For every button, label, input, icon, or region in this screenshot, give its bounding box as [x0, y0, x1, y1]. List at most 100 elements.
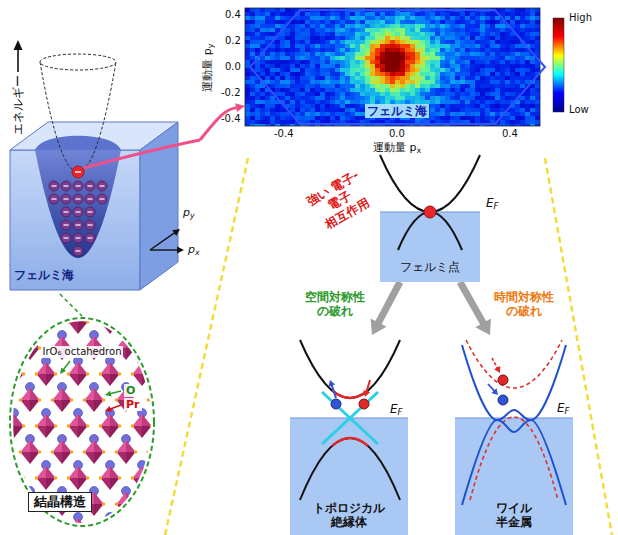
- intensity-cell: [465, 116, 470, 120]
- intensity-cell: [310, 64, 315, 68]
- octahedron-face: [142, 414, 152, 426]
- intensity-cell: [320, 48, 325, 52]
- intensity-cell: [345, 64, 350, 68]
- intensity-cell: [315, 116, 320, 120]
- intensity-cell: [285, 16, 290, 20]
- intensity-cell: [345, 20, 350, 24]
- intensity-cell: [465, 32, 470, 36]
- intensity-cell: [260, 24, 265, 28]
- intensity-cell: [360, 72, 365, 76]
- intensity-cell: [325, 64, 330, 68]
- intensity-cell: [470, 40, 475, 44]
- intensity-cell: [475, 92, 480, 96]
- intensity-cell: [390, 36, 395, 40]
- intensity-cell: [485, 32, 490, 36]
- intensity-cell: [335, 44, 340, 48]
- intensity-cell: [320, 108, 325, 112]
- intensity-cell: [440, 108, 445, 112]
- octahedron-face: [78, 466, 88, 478]
- intensity-cell: [300, 32, 305, 36]
- intensity-cell: [340, 116, 345, 120]
- intensity-cell: [350, 76, 355, 80]
- octahedron-face: [180, 388, 190, 400]
- intensity-cell: [465, 68, 470, 72]
- intensity-cell: [300, 108, 305, 112]
- intensity-cell: [310, 96, 315, 100]
- intensity-cell: [370, 24, 375, 28]
- intensity-cell: [405, 48, 410, 52]
- intensity-cell: [385, 84, 390, 88]
- intensity-cell: [430, 16, 435, 20]
- intensity-cell: [485, 100, 490, 104]
- intensity-cell: [290, 24, 295, 28]
- octahedron-face: [142, 362, 152, 374]
- electron: [73, 207, 83, 217]
- electron-sign: [76, 185, 81, 186]
- intensity-cell: [350, 44, 355, 48]
- intensity-cell: [395, 96, 400, 100]
- octahedron-face: [20, 440, 30, 452]
- intensity-cell: [420, 80, 425, 84]
- intensity-cell: [280, 36, 285, 40]
- intensity-cell: [400, 68, 405, 72]
- intensity-cell: [490, 36, 495, 40]
- intensity-cell: [325, 80, 330, 84]
- oxygen-atom: [35, 372, 39, 376]
- intensity-cell: [275, 112, 280, 116]
- intensity-cell: [295, 100, 300, 104]
- intensity-cell: [450, 52, 455, 56]
- intensity-cell: [335, 60, 340, 64]
- intensity-cell: [375, 36, 380, 40]
- intensity-cell: [340, 80, 345, 84]
- intensity-cell: [465, 60, 470, 64]
- intensity-cell: [330, 72, 335, 76]
- intensity-cell: [255, 108, 260, 112]
- intensity-cell: [430, 56, 435, 60]
- intensity-cell: [350, 60, 355, 64]
- intensity-cell: [380, 12, 385, 16]
- intensity-cell: [485, 36, 490, 40]
- intensity-cell: [295, 24, 300, 28]
- intensity-cell: [430, 104, 435, 108]
- octahedron-face: [142, 478, 152, 490]
- octahedron-face: [46, 518, 56, 530]
- intensity-cell: [310, 92, 315, 96]
- oxygen-atom: [99, 372, 103, 376]
- intensity-cell: [275, 20, 280, 24]
- octahedron-face: [132, 414, 142, 426]
- intensity-cell: [300, 40, 305, 44]
- intensity-cell: [490, 60, 495, 64]
- intensity-cell: [445, 116, 450, 120]
- intensity-cell: [255, 48, 260, 52]
- intensity-cell: [310, 60, 315, 64]
- oxygen-atom: [118, 320, 122, 324]
- intensity-cell: [430, 112, 435, 116]
- intensity-cell: [385, 28, 390, 32]
- intensity-cell: [320, 32, 325, 36]
- oxygen-atom: [67, 476, 71, 480]
- intensity-cell: [380, 36, 385, 40]
- cavity: [35, 150, 121, 258]
- intensity-cell: [325, 40, 330, 44]
- intensity-cell: [305, 64, 310, 68]
- intensity-cell: [420, 68, 425, 72]
- intensity-cell: [245, 36, 250, 40]
- octahedron-face: [78, 478, 88, 490]
- intensity-cell: [400, 16, 405, 20]
- intensity-cell: [330, 112, 335, 116]
- intensity-cell: [390, 84, 395, 88]
- intensity-cell: [260, 56, 265, 60]
- intensity-cell: [260, 88, 265, 92]
- intensity-cell: [295, 72, 300, 76]
- oxygen-atom: [166, 502, 170, 506]
- intensity-cell: [435, 80, 440, 84]
- intensity-cell: [400, 20, 405, 24]
- intensity-cell: [335, 92, 340, 96]
- intensity-cell: [470, 92, 475, 96]
- intensity-cell: [295, 84, 300, 88]
- intensity-cell: [295, 112, 300, 116]
- intensity-cell: [305, 108, 310, 112]
- connector-line: [460, 282, 484, 325]
- intensity-cell: [290, 28, 295, 32]
- octahedron-face: [132, 530, 142, 535]
